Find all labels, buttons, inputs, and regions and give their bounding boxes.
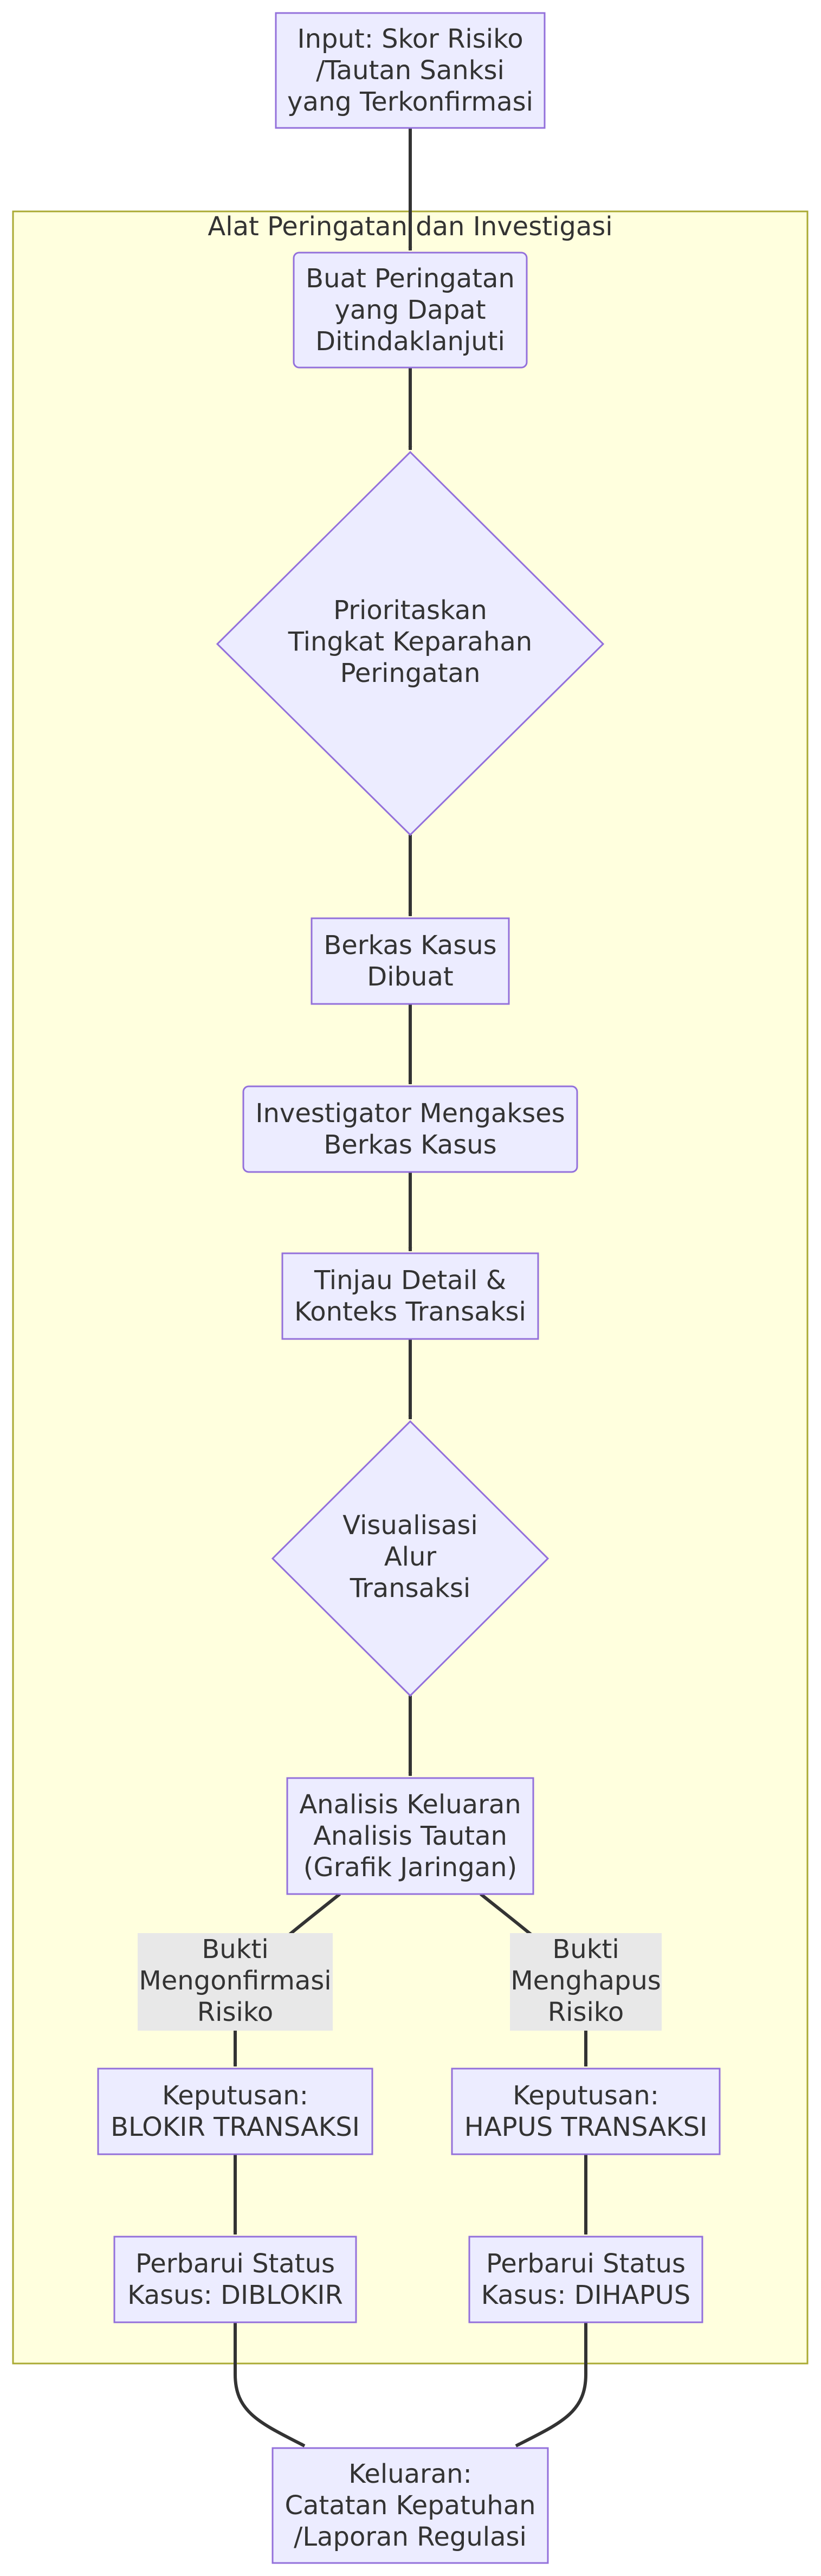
node-block-decision: Keputusan: BLOKIR TRANSAKSI <box>97 2068 373 2155</box>
svg-text:Catatan Kepatuhan: Catatan Kepatuhan <box>285 2490 535 2521</box>
svg-text:/Laporan Regulasi: /Laporan Regulasi <box>294 2522 527 2552</box>
svg-text:Buat Peringatan: Buat Peringatan <box>306 263 515 294</box>
svg-text:Perbarui Status: Perbarui Status <box>486 2249 686 2279</box>
svg-text:Tingkat Keparahan: Tingkat Keparahan <box>288 627 532 657</box>
svg-text:(Grafik Jaringan): (Grafik Jaringan) <box>303 1852 517 1883</box>
svg-text:Tinjau Detail &: Tinjau Detail & <box>314 1265 506 1296</box>
node-input: Input: Skor Risiko /Tautan Sanksi yang T… <box>275 12 546 129</box>
svg-text:Keluaran:: Keluaran: <box>348 2459 472 2489</box>
edge-label-line: Mengonfirmasi <box>139 1966 331 1996</box>
edge-label-line: Bukti <box>202 1934 268 1965</box>
svg-text:Berkas Kasus: Berkas Kasus <box>324 1130 496 1160</box>
edge-label-line: Bukti <box>552 1934 619 1965</box>
svg-text:Kasus: DIHAPUS: Kasus: DIHAPUS <box>481 2280 691 2310</box>
svg-text:Input: Skor Risiko: Input: Skor Risiko <box>297 24 523 54</box>
svg-text:Analisis Tautan: Analisis Tautan <box>313 1821 507 1851</box>
svg-text:Investigator Mengakses: Investigator Mengakses <box>255 1098 565 1129</box>
edge-label-line: Risiko <box>548 1997 624 2027</box>
svg-text:Peringatan: Peringatan <box>340 658 481 688</box>
svg-text:Kasus: DIBLOKIR: Kasus: DIBLOKIR <box>127 2280 343 2310</box>
node-block-status: Perbarui Status Kasus: DIBLOKIR <box>113 2236 357 2323</box>
node-investigator-access: Investigator Mengakses Berkas Kasus <box>242 1085 578 1173</box>
svg-text:yang Terkonfirmasi: yang Terkonfirmasi <box>287 87 533 117</box>
svg-text:Visualisasi: Visualisasi <box>342 1510 477 1541</box>
node-prioritize-decision: Prioritaskan Tingkat Keparahan Peringata… <box>216 450 605 836</box>
svg-text:Dibuat: Dibuat <box>367 962 453 992</box>
svg-text:yang Dapat: yang Dapat <box>334 295 486 325</box>
node-output: Keluaran: Catatan Kepatuhan /Laporan Reg… <box>271 2447 549 2564</box>
svg-text:Konteks Transaksi: Konteks Transaksi <box>294 1297 526 1327</box>
node-link-analysis: Analisis Keluaran Analisis Tautan (Grafi… <box>286 1777 534 1895</box>
node-visualize-decision: Visualisasi Alur Transaksi <box>271 1420 550 1697</box>
svg-text:Alur: Alur <box>384 1542 437 1572</box>
edge-label-line: Menghapus <box>510 1966 661 1996</box>
svg-text:Prioritaskan: Prioritaskan <box>333 595 487 626</box>
node-review-details: Tinjau Detail & Konteks Transaksi <box>281 1252 539 1340</box>
svg-text:/Tautan Sanksi: /Tautan Sanksi <box>316 55 505 86</box>
edge-label-line: Risiko <box>197 1997 273 2027</box>
svg-text:Transaksi: Transaksi <box>350 1573 470 1603</box>
node-case-file-created: Berkas Kasus Dibuat <box>311 917 510 1005</box>
node-create-alert: Buat Peringatan yang Dapat Ditindaklanju… <box>293 252 528 369</box>
svg-text:BLOKIR TRANSAKSI: BLOKIR TRANSAKSI <box>111 2112 360 2142</box>
svg-text:Keputusan:: Keputusan: <box>162 2081 308 2111</box>
node-clear-status: Perbarui Status Kasus: DIHAPUS <box>468 2236 703 2323</box>
edge-label-clear-risk: Bukti Menghapus Risiko <box>510 1933 662 2031</box>
svg-text:HAPUS TRANSAKSI: HAPUS TRANSAKSI <box>464 2112 708 2142</box>
edge-blockstatus-to-output <box>234 2322 306 2448</box>
svg-text:Perbarui Status: Perbarui Status <box>135 2249 335 2279</box>
svg-text:Keputusan:: Keputusan: <box>513 2081 659 2111</box>
edge-clearstatus-to-output <box>515 2322 587 2448</box>
svg-text:Analisis Keluaran: Analisis Keluaran <box>299 1789 521 1820</box>
edge-label-confirm-risk: Bukti Mengonfirmasi Risiko <box>138 1933 333 2031</box>
node-clear-decision: Keputusan: HAPUS TRANSAKSI <box>451 2068 721 2155</box>
svg-text:Berkas Kasus: Berkas Kasus <box>324 930 496 961</box>
svg-text:Ditindaklanjuti: Ditindaklanjuti <box>315 326 505 357</box>
